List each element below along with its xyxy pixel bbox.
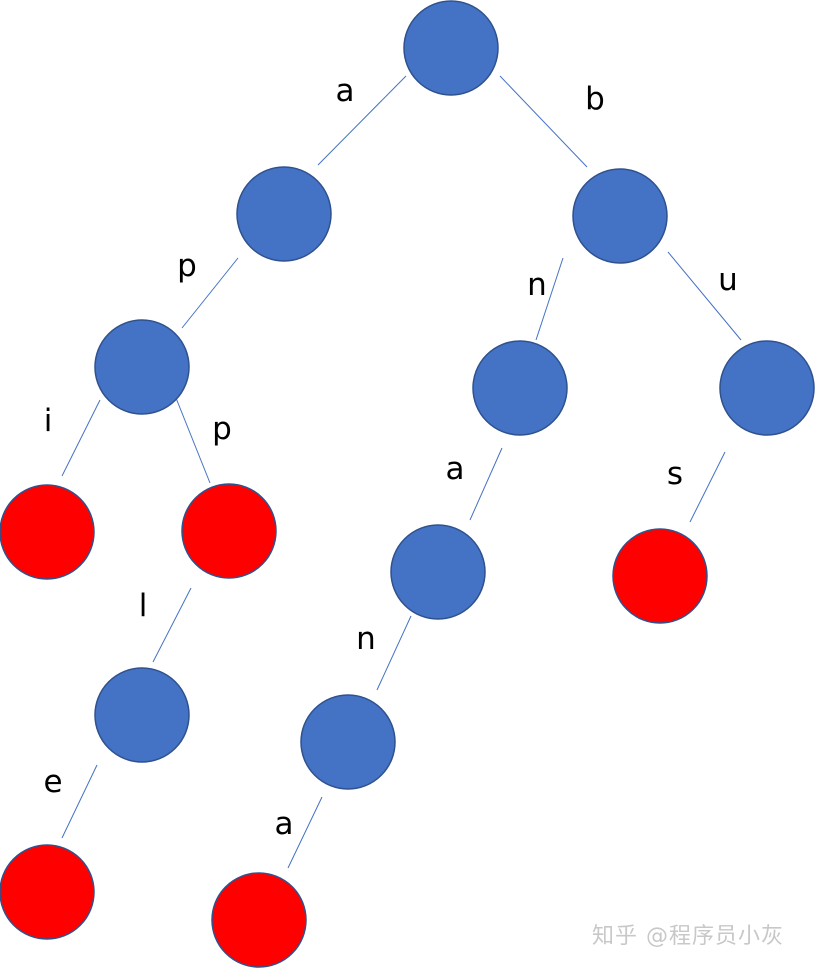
edge-a-ap xyxy=(181,257,239,329)
edge-label-ap-app: p xyxy=(212,411,232,447)
edge-ap-api xyxy=(61,399,101,477)
node-appl xyxy=(94,667,190,763)
node-bnan xyxy=(300,694,396,790)
edge-appl-apple xyxy=(61,764,98,839)
terminal-node-bus xyxy=(612,528,708,624)
edge-label-bnan-bnana: a xyxy=(275,806,294,842)
edge-b-bu xyxy=(667,251,742,341)
node-b xyxy=(572,168,668,264)
edge-root-b xyxy=(499,75,588,168)
edge-label-b-bu: u xyxy=(718,262,738,298)
edge-root-a xyxy=(317,75,407,166)
node-root xyxy=(403,0,499,96)
terminal-node-apple xyxy=(0,844,95,940)
node-bn xyxy=(472,340,568,436)
edge-bu-bus xyxy=(689,451,726,523)
edge-label-appl-apple: e xyxy=(43,764,62,800)
edge-app-appl xyxy=(152,587,192,663)
edge-label-a-ap: p xyxy=(177,248,197,284)
edge-bnan-bnana xyxy=(287,796,323,869)
node-ap xyxy=(94,319,190,415)
labels-layer: a b p i p l e n u a n a s xyxy=(43,73,737,842)
edge-label-bn-bna: a xyxy=(446,451,465,487)
edge-label-ap-api: i xyxy=(44,403,53,439)
edge-ap-app xyxy=(175,397,211,484)
terminal-node-api xyxy=(0,484,95,580)
node-a xyxy=(236,166,332,262)
edge-b-bn xyxy=(535,257,564,341)
edge-label-root-b: b xyxy=(585,81,605,117)
edge-label-bu-bus: s xyxy=(667,456,683,492)
terminal-node-bnana xyxy=(211,872,307,968)
edge-label-root-a: a xyxy=(336,73,355,109)
node-bna xyxy=(390,524,486,620)
node-bu xyxy=(719,340,815,436)
edge-label-b-bn: n xyxy=(527,267,547,303)
terminal-node-app xyxy=(181,483,277,579)
edge-bn-bna xyxy=(469,447,503,521)
edge-label-bna-bnan: n xyxy=(356,621,376,657)
watermark-text: 知乎 @程序员小灰 xyxy=(592,924,784,949)
edges-layer xyxy=(61,75,742,869)
edge-bna-bnan xyxy=(376,615,412,691)
edge-label-app-appl: l xyxy=(139,588,148,624)
